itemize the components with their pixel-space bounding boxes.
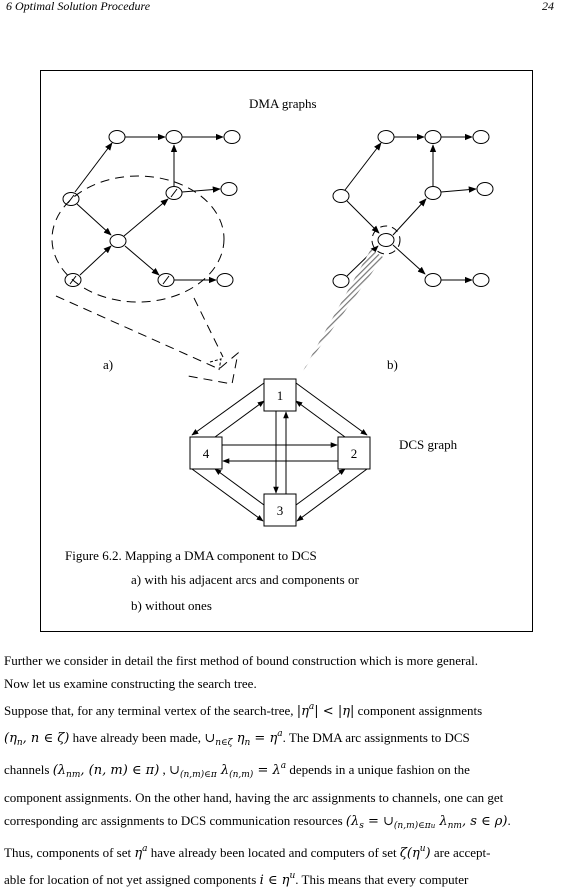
graph-edge bbox=[79, 245, 112, 276]
graph-node bbox=[377, 233, 395, 247]
graph-edge bbox=[123, 198, 169, 237]
paragraph: Thus, components of set ηa have already … bbox=[4, 843, 491, 861]
label-a: a) bbox=[103, 357, 113, 372]
body-text: Further we consider in detail the first … bbox=[4, 650, 564, 893]
figure-caption-line-2: a) with his adjacent arcs and components… bbox=[131, 572, 359, 587]
graph-edge bbox=[392, 198, 427, 236]
dcs-arc bbox=[214, 468, 265, 506]
graph-node bbox=[108, 130, 126, 144]
dcs-arc bbox=[295, 468, 346, 506]
paragraph: Further we consider in detail the first … bbox=[4, 653, 479, 668]
graph-node bbox=[377, 130, 395, 144]
dcs-arc bbox=[295, 382, 368, 436]
graph-node bbox=[472, 130, 490, 144]
figure-caption: Figure 6.2. Mapping a DMA component to D… bbox=[65, 548, 317, 563]
graph-edge bbox=[124, 245, 160, 276]
graph-node bbox=[332, 189, 350, 203]
mapping-wedge bbox=[303, 249, 383, 371]
graph-edge bbox=[346, 200, 380, 234]
dma-graph-right bbox=[332, 130, 494, 288]
figure-diagram: DMA graphs bbox=[51, 96, 494, 527]
dcs-node-label: 2 bbox=[351, 446, 358, 461]
graph-node bbox=[109, 234, 127, 248]
graph-node bbox=[476, 182, 494, 196]
graph-node bbox=[332, 274, 350, 288]
graph-node bbox=[223, 130, 241, 144]
graph-node bbox=[472, 273, 490, 287]
dcs-node-label: 4 bbox=[203, 446, 210, 461]
graph-edge bbox=[440, 186, 477, 193]
dma-graphs-title: DMA graphs bbox=[249, 96, 317, 111]
paragraph: (ηn, n ∈ ζ) have already been made, ∪n∈ζ… bbox=[4, 729, 470, 749]
page-header: 6 Optimal Solution Procedure 24 bbox=[0, 0, 568, 14]
graph-node bbox=[216, 273, 234, 287]
dcs-node-label: 3 bbox=[277, 503, 284, 518]
graph-node bbox=[165, 130, 183, 144]
dcs-arc bbox=[296, 468, 368, 522]
paragraph: able for location of not yet assigned co… bbox=[4, 871, 469, 889]
graph-node bbox=[424, 130, 442, 144]
dcs-node-4 bbox=[189, 436, 223, 470]
graph-edge bbox=[392, 244, 426, 275]
paragraph: channels (λnm, (n, m) ∈ π) , ∪(n,m)∈π λ(… bbox=[4, 761, 470, 781]
dma-graph-left bbox=[51, 130, 241, 385]
graph-edge bbox=[181, 186, 221, 193]
dcs-arc bbox=[295, 400, 346, 438]
dcs-node-label: 1 bbox=[277, 388, 284, 403]
dcs-arc bbox=[191, 468, 264, 522]
dcs-node-3 bbox=[263, 493, 297, 527]
label-b: b) bbox=[387, 357, 398, 372]
page-number: 24 bbox=[542, 0, 554, 13]
graph-node bbox=[424, 186, 442, 200]
paragraph: component assignments. On the other hand… bbox=[4, 789, 504, 805]
chapter-title: 6 Optimal Solution Procedure bbox=[6, 0, 151, 13]
dcs-graph-title: DCS graph bbox=[399, 437, 458, 452]
graph-node bbox=[220, 182, 238, 196]
paragraph: Suppose that, for any terminal vertex of… bbox=[4, 701, 483, 719]
figure-caption-line-3: b) without ones bbox=[131, 598, 212, 613]
graph-node bbox=[424, 273, 442, 287]
paragraph: Now let us examine constructing the sear… bbox=[4, 675, 257, 691]
dcs-arc bbox=[191, 382, 265, 436]
paragraph: corresponding arc assignments to DCS com… bbox=[4, 812, 511, 831]
dcs-node-2 bbox=[337, 436, 371, 470]
dcs-arc bbox=[214, 400, 265, 438]
dcs-node-1 bbox=[263, 378, 297, 412]
dcs-graph bbox=[189, 378, 371, 527]
graph-edge bbox=[76, 203, 112, 236]
graph-edge bbox=[74, 142, 113, 193]
figure-frame: DMA graphs bbox=[40, 70, 533, 632]
graph-edge bbox=[344, 142, 382, 191]
